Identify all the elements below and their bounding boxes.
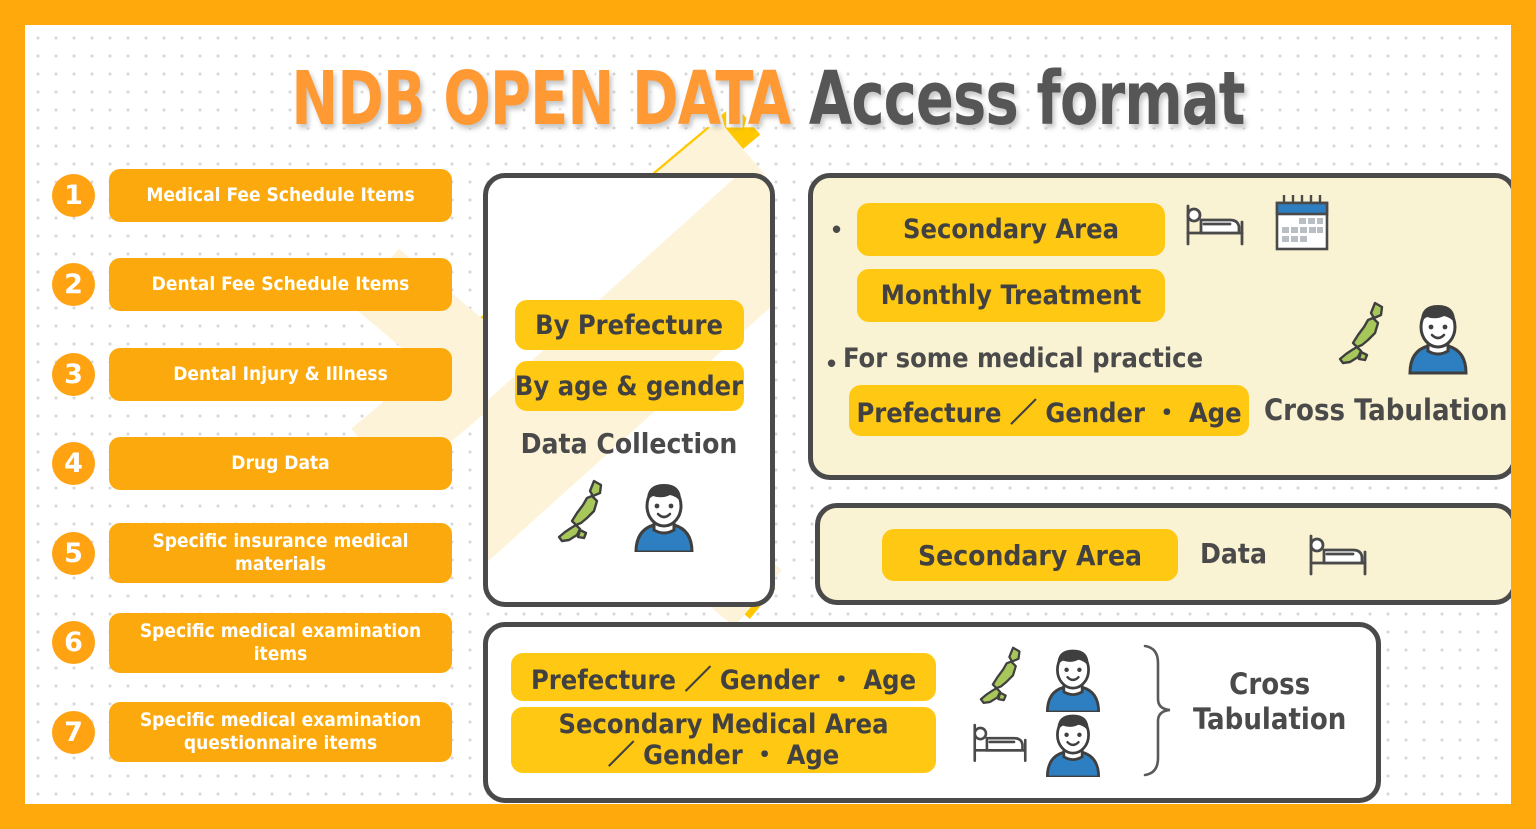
list-item-number: 4 (52, 442, 95, 485)
for-some-medical-practice-text: For some medical practice (843, 343, 1204, 374)
person-icon (634, 484, 694, 552)
secondary-area-detail-card: • Secondary Area Monthly Treatment • For… (808, 173, 1511, 480)
list-item-label[interactable]: Specific insurance medical materials (109, 523, 452, 583)
secondary-area-pill[interactable]: Secondary Area (882, 529, 1178, 581)
list-item-label[interactable]: Specific medical examination items (109, 612, 452, 673)
secondary-medical-area-pill[interactable]: Secondary Medical Area ／ Gender ・ Age (511, 707, 936, 773)
data-label: Data (1200, 537, 1267, 570)
list-item-number: 2 (52, 263, 95, 306)
monthly-treatment-pill[interactable]: Monthly Treatment (857, 269, 1165, 322)
by-age-gender-pill[interactable]: By age & gender (514, 361, 744, 411)
pill-line-1: Secondary Medical Area (558, 709, 889, 740)
label-line-2: Tabulation (1193, 702, 1347, 736)
list-item-number: 7 (52, 710, 95, 754)
title-highlight: NDB OPEN DATA (288, 55, 794, 144)
bullet-2: • (827, 348, 837, 378)
list-item[interactable]: 6 Specific medical examination items (52, 603, 452, 683)
list-item[interactable]: 3 Dental Injury & Illness (52, 334, 452, 414)
bed-icon (973, 723, 1027, 762)
list-item[interactable]: 1 Medical Fee Schedule Items (52, 155, 452, 235)
title-rest: Access format (806, 55, 1248, 144)
dotted-canvas: NDB OPEN DATA Access format 1 Medical Fe… (25, 25, 1511, 804)
curly-brace-icon (1143, 644, 1171, 777)
category-list: 1 Medical Fee Schedule Items 2 Dental Fe… (52, 155, 452, 782)
list-item-label[interactable]: Specific medical examination questionnai… (109, 702, 452, 762)
list-item[interactable]: 4 Drug Data (52, 424, 452, 504)
list-item-number: 5 (52, 531, 95, 575)
prefecture-gender-age-pill[interactable]: Prefecture ／ Gender ・ Age (511, 653, 936, 701)
label-line-1: Cross (1229, 667, 1311, 701)
list-item-label[interactable]: Dental Fee Schedule Items (109, 258, 452, 311)
pill-line-2: ／ Gender ・ Age (607, 740, 840, 771)
bed-icon (1186, 204, 1244, 246)
bullet-1: • (832, 214, 842, 244)
list-item[interactable]: 5 Specific insurance medical materials (52, 513, 452, 593)
list-item-number: 3 (52, 352, 95, 396)
list-item-label[interactable]: Medical Fee Schedule Items (109, 168, 452, 222)
by-prefecture-pill[interactable]: By Prefecture (514, 300, 744, 350)
data-collection-card: By Prefecture By age & gender Data Colle… (483, 173, 775, 607)
cross-tabulation-label: Cross Tabulation (1193, 667, 1346, 737)
page-title: NDB OPEN DATA Access format (144, 55, 1392, 144)
secondary-area-data-card: Secondary Area Data (815, 503, 1511, 605)
calendar-icon (1275, 195, 1329, 251)
bed-icon (1309, 534, 1367, 576)
japan-map-icon (1338, 301, 1384, 365)
list-item[interactable]: 7 Specific medical examination questionn… (52, 692, 452, 772)
cross-tabulation-card: Prefecture ／ Gender ・ Age Secondary Medi… (483, 622, 1381, 803)
list-item-label[interactable]: Drug Data (109, 437, 452, 490)
cross-tabulation-label: Cross Tabulation (1264, 393, 1508, 427)
list-item[interactable]: 2 Dental Fee Schedule Items (52, 245, 452, 325)
secondary-area-pill[interactable]: Secondary Area (857, 203, 1165, 256)
person-icon (1045, 649, 1101, 712)
data-collection-caption: Data Collection (520, 427, 738, 460)
person-icon (1045, 714, 1101, 777)
center-icon-group (556, 478, 702, 552)
japan-map-icon (979, 646, 1021, 704)
person-icon (1408, 305, 1468, 375)
japan-map-icon (557, 479, 603, 543)
list-item-label[interactable]: Dental Injury & Illness (109, 347, 452, 401)
prefecture-gender-age-pill[interactable]: Prefecture ／ Gender ・ Age (849, 385, 1249, 436)
list-item-number: 1 (52, 173, 95, 217)
list-item-number: 6 (52, 621, 95, 664)
